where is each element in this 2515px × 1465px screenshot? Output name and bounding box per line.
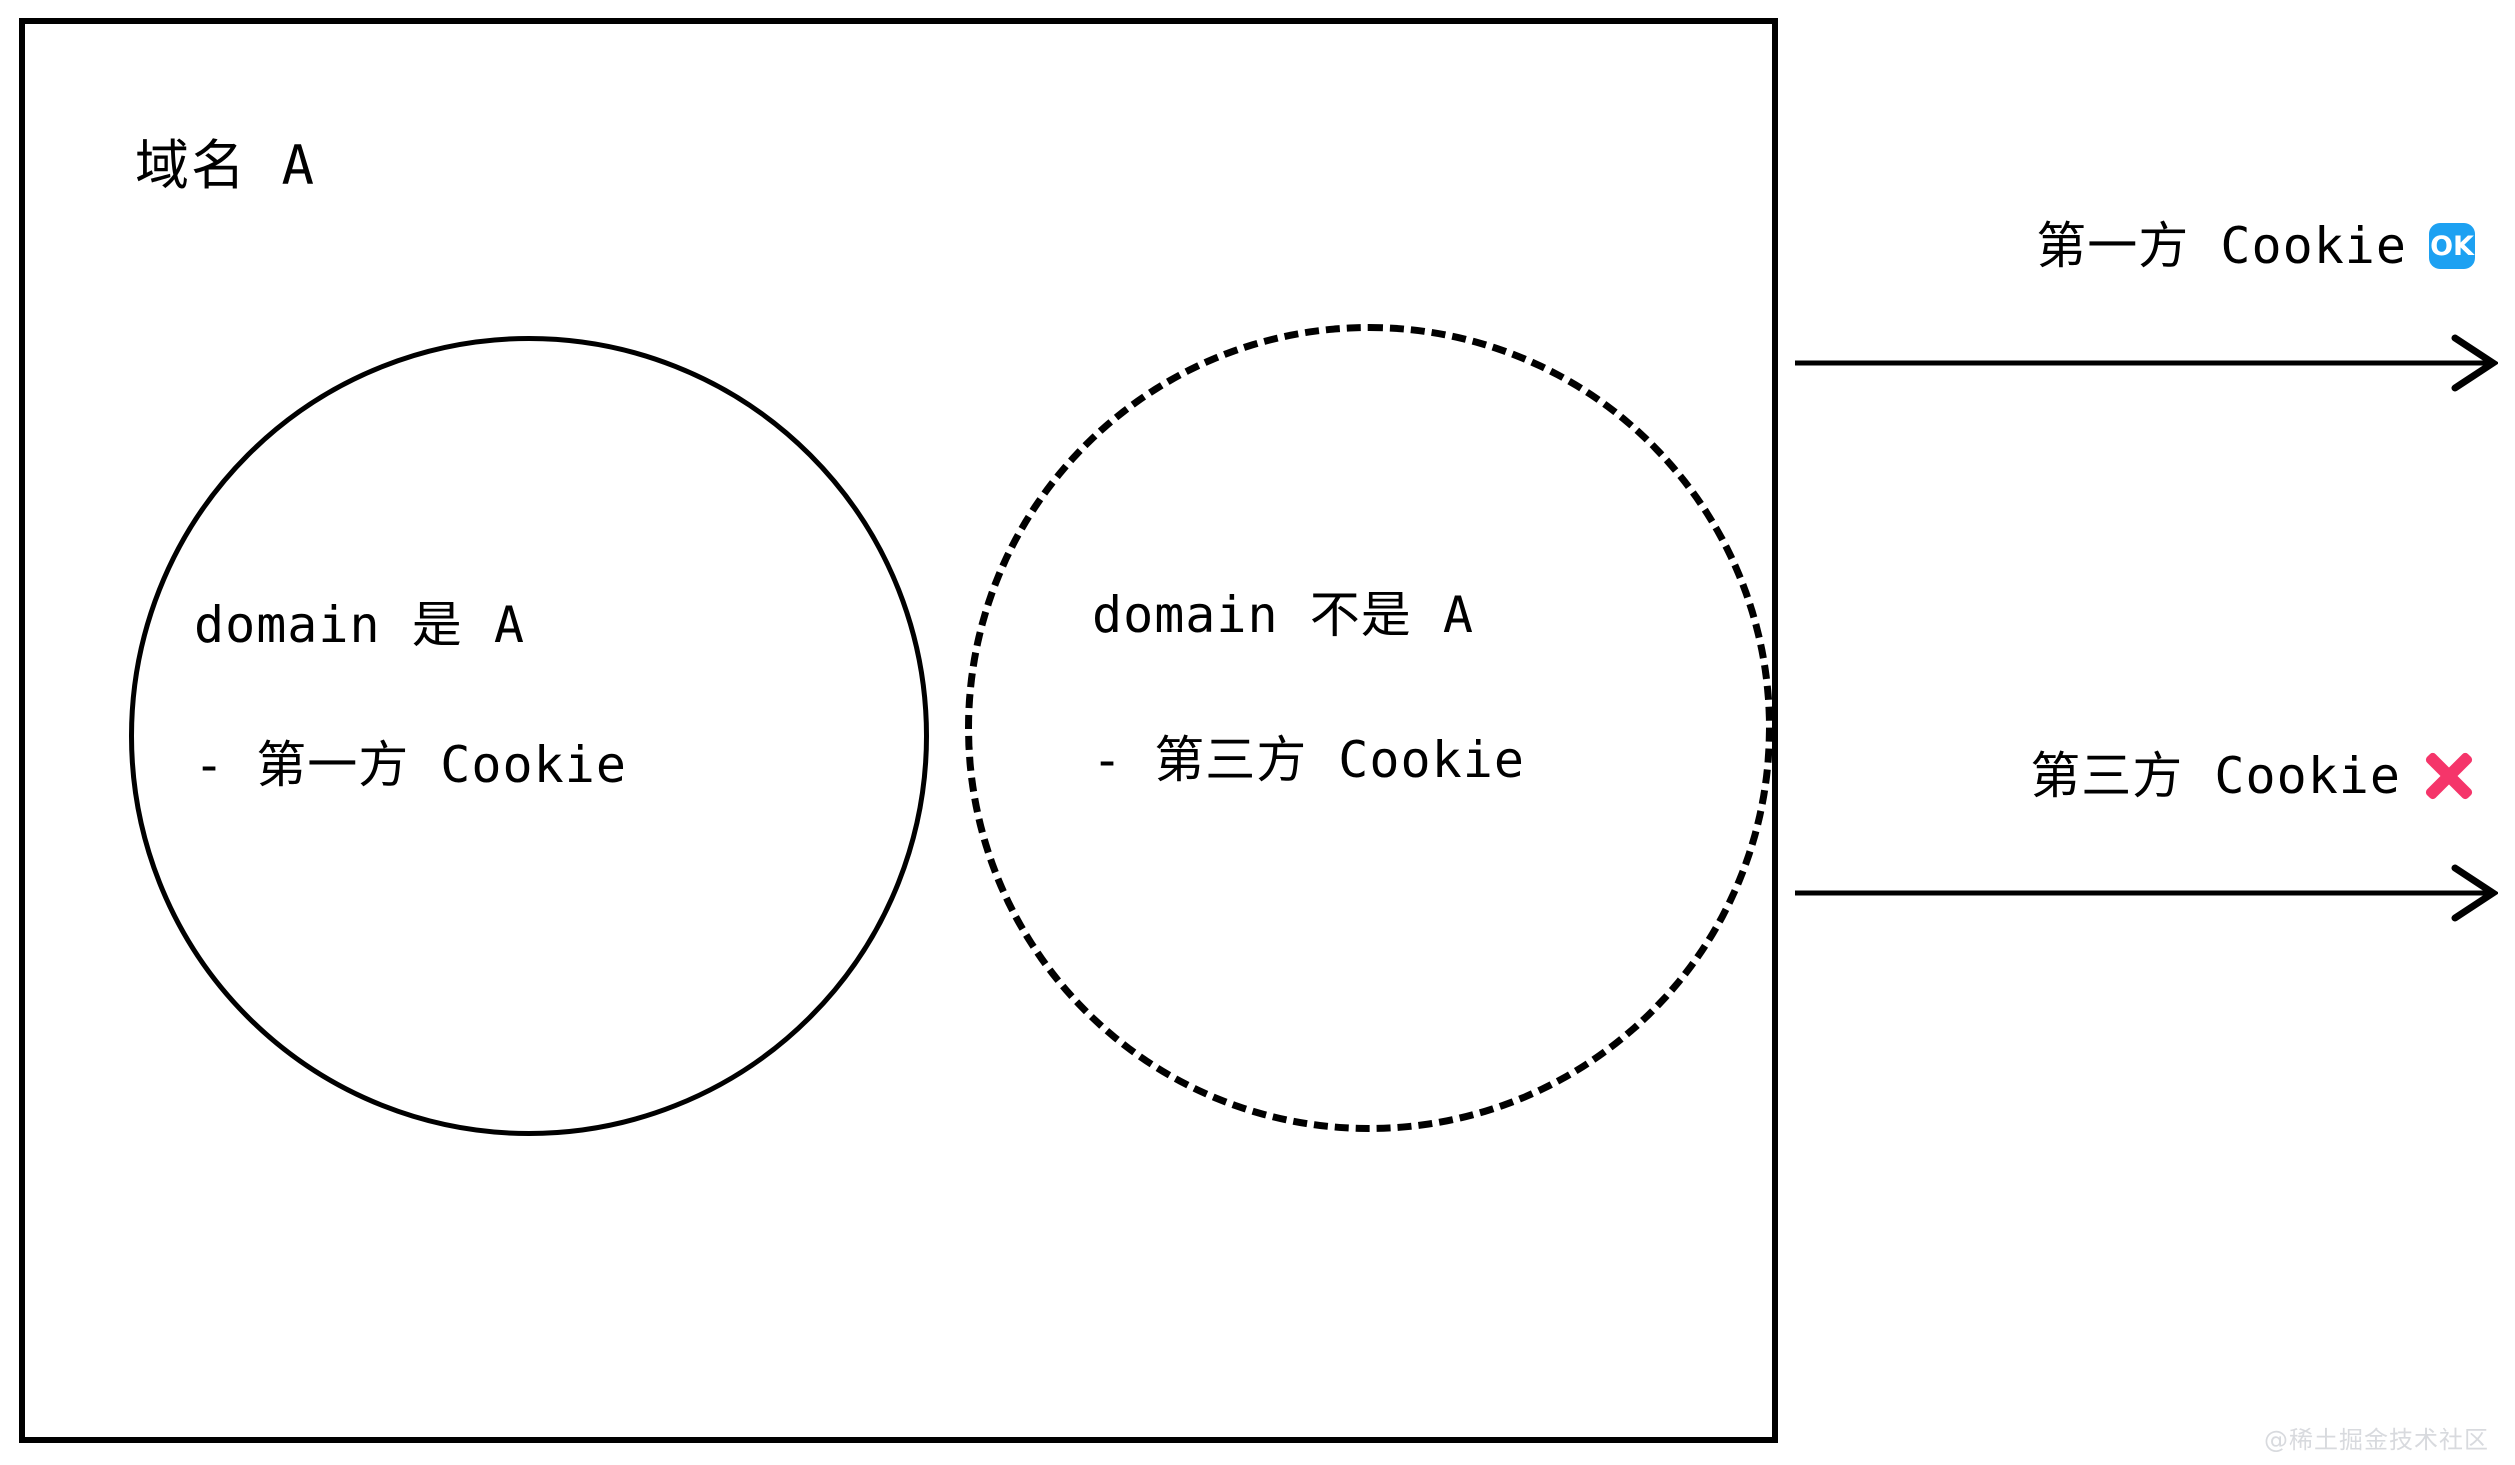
- first-party-circle-line-1: domain 是 A: [194, 596, 525, 654]
- third-party-circle: domain 不是 A - 第三方 Cookie: [965, 324, 1773, 1132]
- third-party-flow-label-group: 第三方 Cookie: [2030, 745, 2475, 807]
- third-party-circle-line-1: domain 不是 A: [1092, 586, 1474, 644]
- domain-a-box: 域名 A domain 是 A - 第一方 Cookie domain 不是 A…: [19, 18, 1778, 1443]
- first-party-circle-line-2: - 第一方 Cookie: [194, 736, 627, 794]
- domain-a-label: 域名 A: [135, 134, 317, 197]
- first-party-flow-label: 第一方 Cookie: [2036, 217, 2407, 275]
- first-party-arrow-icon: [1795, 334, 2498, 392]
- ok-badge-icon: OK: [2429, 223, 2475, 269]
- first-party-flow-label-group: 第一方 Cookie OK: [2036, 215, 2475, 277]
- third-party-circle-line-2: - 第三方 Cookie: [1092, 731, 1525, 789]
- watermark: @稀土掘金技术社区: [2264, 1426, 2489, 1454]
- first-party-circle: domain 是 A - 第一方 Cookie: [129, 336, 929, 1136]
- cross-mark-icon: [2423, 750, 2475, 802]
- third-party-flow-label: 第三方 Cookie: [2030, 747, 2401, 805]
- third-party-arrow-icon: [1795, 864, 2498, 922]
